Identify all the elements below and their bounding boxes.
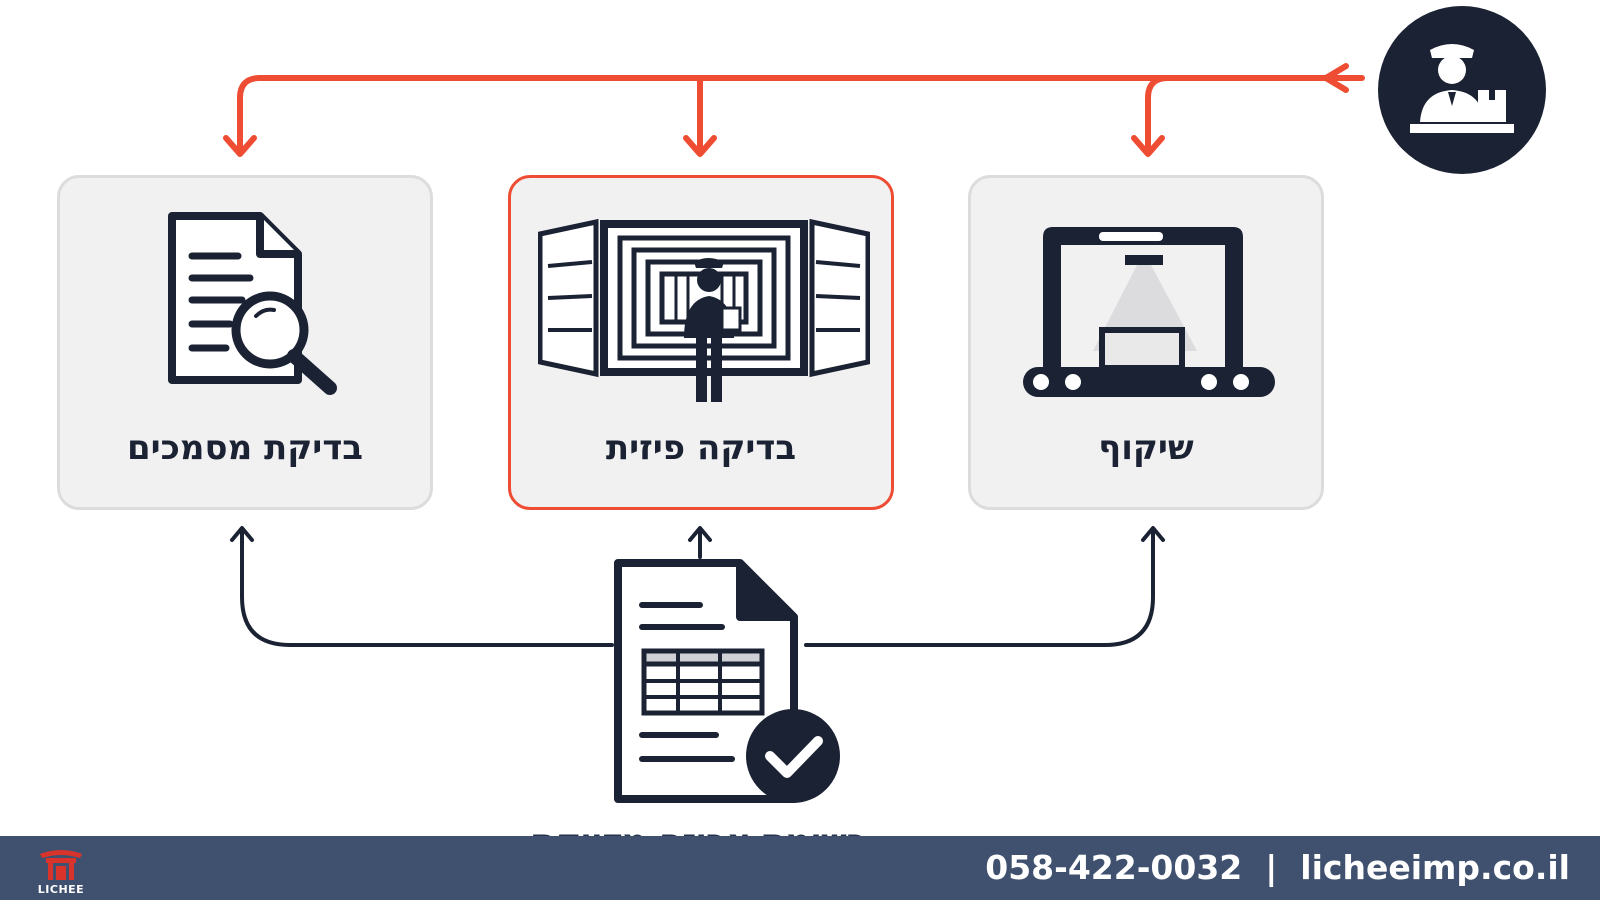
doc-feed-line-left	[240, 528, 614, 647]
packing-list-check-icon	[614, 559, 840, 803]
website-link[interactable]: licheeimp.co.il	[1300, 848, 1570, 887]
xray-scanner-icon	[1023, 227, 1275, 397]
customs-officer-icon	[1378, 6, 1546, 174]
footer-bar: LICHEE 058-422-0032 | licheeimp.co.il	[0, 836, 1600, 900]
card-label: שיקוף	[1098, 428, 1194, 468]
contact-separator: |	[1265, 848, 1278, 887]
officer-feed-line	[237, 75, 1365, 155]
doc-feed-line-right	[804, 528, 1155, 647]
officer-feed-arrow-xray	[1145, 75, 1171, 155]
card-physical-check: בדיקה פיזית	[508, 175, 894, 510]
document-magnifier-icon	[168, 212, 337, 395]
card-label: בדיקה פיזית	[605, 428, 797, 468]
contact-info: 058-422-0032 | licheeimp.co.il	[985, 848, 1570, 887]
lichee-logo: LICHEE	[30, 844, 92, 896]
logo-text: LICHEE	[37, 883, 85, 896]
phone-number: 058-422-0032	[985, 848, 1243, 887]
arrowhead-documents	[223, 135, 257, 157]
card-xray-scan: שיקוף	[968, 175, 1324, 510]
arrowhead-up-center	[688, 526, 712, 542]
arrowhead-up-left	[230, 526, 254, 542]
arrowhead-up-right	[1141, 526, 1165, 542]
arrowhead-physical	[683, 135, 717, 157]
card-document-check: בדיקת מסמכים	[57, 175, 433, 510]
arrowhead-xray	[1131, 135, 1165, 157]
container-inspector-icon	[538, 218, 870, 402]
officer-arrowhead	[1323, 63, 1349, 93]
card-label: בדיקת מסמכים	[126, 428, 364, 468]
gate-icon	[40, 850, 82, 880]
